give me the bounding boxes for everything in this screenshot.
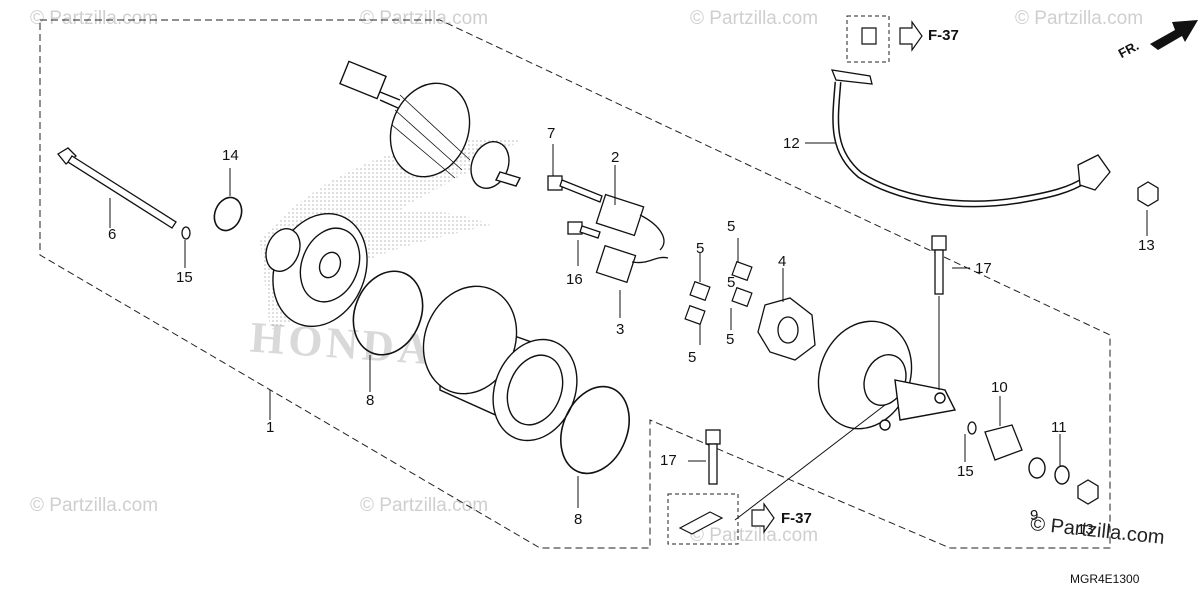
- cable-end: [1077, 154, 1111, 191]
- callout-1: 1: [266, 419, 275, 436]
- watermark: © Partzilla.com: [690, 525, 819, 546]
- screw-ref-upper: [861, 27, 877, 45]
- diagram-code: MGR4E1300: [1070, 572, 1140, 586]
- callout-8b: 8: [574, 511, 583, 528]
- ref-label-lower: F-37: [781, 510, 812, 527]
- washer-11: [1054, 465, 1070, 485]
- callout-5d: 5: [726, 331, 735, 348]
- callout-16: 16: [566, 271, 583, 288]
- callout-13b: 13: [1077, 521, 1094, 538]
- rear-cover: [817, 320, 957, 431]
- o-ring-14: [213, 196, 243, 232]
- bolt-17-lower: [705, 429, 721, 485]
- cable-12: [832, 81, 1087, 208]
- callout-17b: 17: [660, 452, 677, 469]
- bolt-6: [57, 147, 177, 229]
- callout-8a: 8: [366, 392, 375, 409]
- ref-box-upper: [846, 15, 890, 63]
- callout-13a: 13: [1138, 237, 1155, 254]
- callout-12: 12: [783, 135, 800, 152]
- watermark: © Partzilla.com: [360, 8, 489, 29]
- terminal-ref-lower: [678, 511, 724, 535]
- callout-3: 3: [616, 321, 625, 338]
- callout-15b: 15: [957, 463, 974, 480]
- callout-9: 9: [1030, 507, 1039, 524]
- o-ring-8-lower: [560, 385, 630, 475]
- screw-16: [567, 221, 601, 239]
- bolt-17-upper: [931, 235, 947, 295]
- watermark: © Partzilla.com: [30, 495, 159, 516]
- brush-holder: [595, 193, 669, 284]
- ref-arrow-lower: [751, 502, 775, 534]
- callout-15a: 15: [176, 269, 193, 286]
- yoke-housing: [422, 285, 578, 442]
- washer-9: [1028, 457, 1046, 479]
- watermark: © Partzilla.com: [690, 8, 819, 29]
- callout-6: 6: [108, 226, 117, 243]
- callout-10: 10: [991, 379, 1008, 396]
- nut-13-upper: [1137, 181, 1159, 207]
- watermark: © Partzilla.com: [30, 8, 159, 29]
- watermark: © Partzilla.com: [1015, 8, 1144, 29]
- nut-13-lower: [1077, 479, 1099, 505]
- insulator-10: [984, 424, 1023, 461]
- callout-5e: 5: [688, 349, 697, 366]
- forward-arrow: [1150, 20, 1198, 50]
- assembly-outline: [39, 19, 1111, 549]
- callout-5a: 5: [727, 218, 736, 235]
- callout-7: 7: [547, 125, 556, 142]
- o-ring-8-upper: [352, 270, 424, 356]
- ref-label-upper: F-37: [928, 27, 959, 44]
- washer-15: [181, 226, 191, 240]
- callout-5b: 5: [696, 240, 705, 257]
- leader-lines: [109, 142, 1148, 508]
- callout-4: 4: [778, 253, 787, 270]
- insulator-4: [757, 297, 816, 361]
- callout-17a: 17: [975, 260, 992, 277]
- callout-2: 2: [611, 149, 620, 166]
- armature: [339, 60, 521, 189]
- cable-terminal: [830, 69, 873, 85]
- springs-5: [684, 260, 753, 326]
- washer-15-rear: [967, 421, 977, 435]
- front-cover: [265, 212, 368, 328]
- bolt-7: [547, 175, 603, 203]
- watermark: © Partzilla.com: [360, 495, 489, 516]
- ref-arrow-upper: [899, 20, 923, 52]
- callout-11: 11: [1051, 419, 1067, 436]
- ref-box-lower: [667, 493, 739, 545]
- callout-14: 14: [222, 147, 239, 164]
- callout-5c: 5: [727, 274, 736, 291]
